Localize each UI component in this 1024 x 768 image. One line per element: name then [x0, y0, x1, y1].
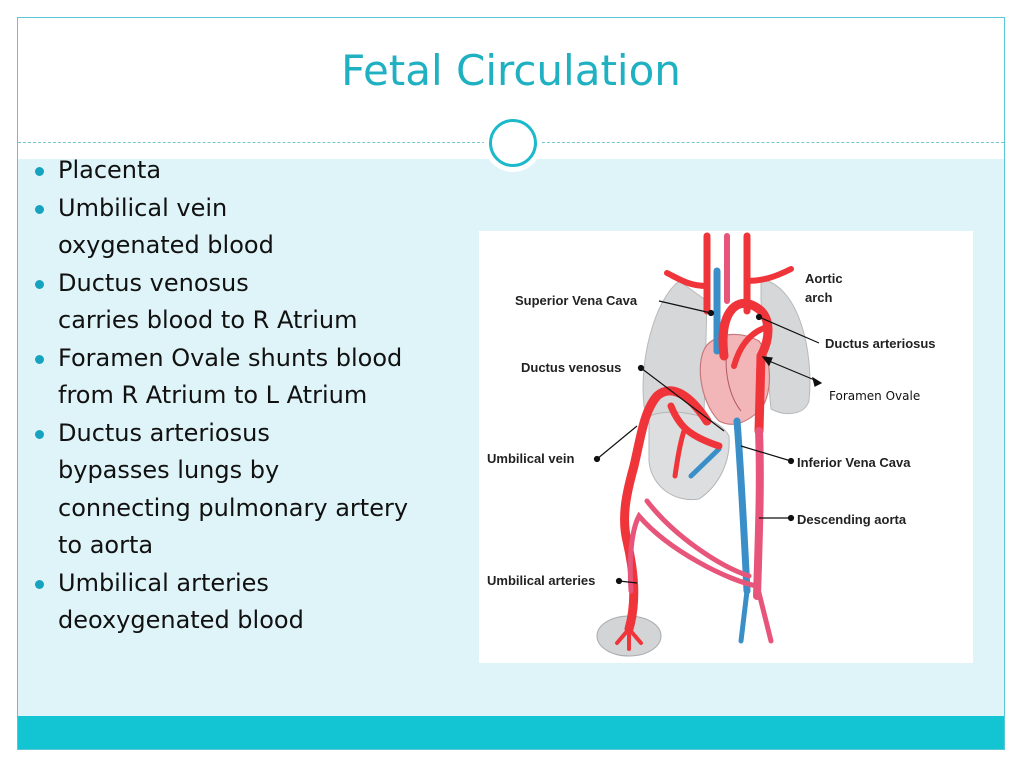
footer-bar [18, 716, 1004, 749]
bullet-item: Placenta [32, 152, 472, 190]
fetal-circulation-diagram: Superior Vena Cava Aortic arch Ductus ar… [479, 231, 973, 663]
leader-dot-dv [637, 364, 645, 372]
leader-lines [593, 300, 823, 585]
liver [648, 411, 730, 501]
leader-dot-ua [615, 577, 623, 585]
subclavian-right [744, 266, 794, 284]
leader-foramen-ovale [768, 360, 818, 382]
leader-inferior-vena-cava [740, 445, 792, 462]
bullet-dot-icon [35, 579, 44, 589]
label-inferior-vena-cava: Inferior Vena Cava [797, 455, 911, 470]
bullet-text-line: Foramen Ovale shunts blood [58, 343, 403, 372]
bullet-text-line: Ductus arteriosus [58, 418, 270, 447]
label-umbilical-arteries: Umbilical arteries [487, 573, 595, 588]
bullet-text-line: from R Atrium to L Atrium [58, 381, 368, 409]
right-lung [760, 278, 811, 414]
bullet-item: Ductus arteriosus bypasses lungs by connec… [32, 415, 472, 565]
leader-umbilical-vein [596, 425, 638, 460]
bullet-text-line: deoxygenated blood [58, 606, 304, 634]
label-umbilical-vein: Umbilical vein [487, 451, 574, 466]
label-foramen-ovale: Foramen Ovale [829, 389, 920, 403]
leader-dot-da [755, 313, 763, 321]
bullet-item: Umbilical arteries deoxygenated blood [32, 565, 472, 640]
bullet-text-line: oxygenated blood [58, 231, 274, 259]
placenta-vessels [615, 625, 643, 651]
bullet-dot-icon [35, 354, 44, 364]
iliac-left [738, 588, 750, 644]
inferior-vena-cava-vessel [733, 417, 751, 595]
divider-circle-ornament [484, 114, 542, 172]
bullet-text-line: connecting pulmonary artery [58, 493, 409, 522]
portal-branch [672, 428, 687, 479]
umbilical-artery-2 [644, 498, 752, 579]
aortic-arch-vessel [718, 299, 773, 436]
diagram-svg: Superior Vena Cava Aortic arch Ductus ar… [479, 231, 973, 663]
bullet-text-line: Placenta [58, 156, 162, 184]
leader-dot-ivc [787, 457, 795, 465]
bullet-dot-icon [35, 204, 44, 214]
bullet-text-line: Ductus venosus [58, 268, 249, 297]
bullet-text-line: bypasses lungs by [58, 456, 280, 484]
hepatic-vein-branch [688, 446, 722, 479]
leader-ductus-arteriosus [758, 316, 820, 344]
iliac-right [756, 590, 774, 644]
bullet-item: Ductus venosus carries blood to R Atrium [32, 265, 472, 340]
slide-title: Fetal Circulation [341, 46, 681, 95]
bullet-text-line: Umbilical arteries [58, 568, 269, 597]
label-aortic-arch-1: Aortic [805, 271, 843, 286]
bullet-item: Foramen Ovale shunts blood from R Atrium… [32, 340, 472, 415]
bullet-item: Umbilical vein oxygenated blood [32, 190, 472, 265]
leader-dot-svc [707, 309, 715, 317]
subclavian-left [664, 270, 710, 289]
bullet-text-line: to aorta [58, 531, 154, 559]
descending-aorta-vessel [753, 427, 764, 600]
bullet-text-line: carries blood to R Atrium [58, 306, 358, 334]
label-descending-aorta: Descending aorta [797, 512, 907, 527]
label-aortic-arch-2: arch [805, 290, 833, 305]
bullet-dot-icon [35, 429, 44, 439]
bullet-dot-icon [35, 279, 44, 289]
label-superior-vena-cava: Superior Vena Cava [515, 293, 638, 308]
foramen-ovale-arrowhead-1 [761, 356, 773, 367]
label-ductus-arteriosus: Ductus arteriosus [825, 336, 936, 351]
leader-superior-vena-cava [658, 300, 712, 314]
umbilical-artery-1 [627, 511, 760, 594]
ductus-venosus-vessel [667, 402, 723, 450]
leader-dot-desc [787, 514, 795, 522]
label-ductus-venosus: Ductus venosus [521, 360, 621, 375]
bullet-text-line: Umbilical vein [58, 193, 228, 222]
bullet-dot-icon [35, 167, 44, 176]
foramen-ovale-arrowhead-2 [812, 376, 823, 387]
ductus-arteriosus-vessel [731, 324, 770, 369]
leader-dot-uv [593, 455, 601, 463]
leader-ductus-venosus [640, 367, 725, 432]
